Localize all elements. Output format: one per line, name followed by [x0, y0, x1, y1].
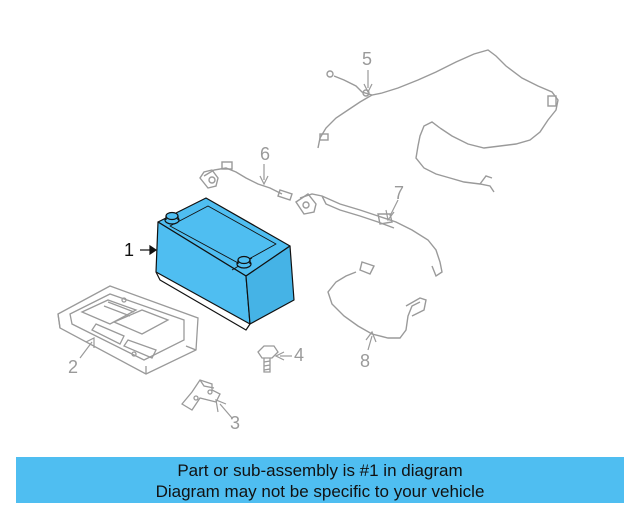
battery-part-1[interactable]: [155, 197, 295, 331]
hold-down-bracket-part-3[interactable]: [181, 379, 221, 411]
banner-line-1: Part or sub-assembly is #1 in diagram: [177, 461, 463, 480]
banner-line-2: Diagram may not be specific to your vehi…: [155, 482, 485, 501]
diagram-info-banner: Part or sub-assembly is #1 in diagram Di…: [16, 457, 624, 503]
callout-leaders: [79, 70, 399, 419]
callout-6: 6: [260, 144, 271, 164]
callout-1: 1: [124, 240, 135, 260]
callout-2: 2: [68, 357, 79, 377]
positive-cable-part-7[interactable]: [295, 193, 443, 278]
battery-tray-part-2[interactable]: [57, 285, 199, 375]
parts-diagram: [57, 49, 559, 419]
callout-4: 4: [294, 345, 305, 365]
cable-part-8[interactable]: [327, 261, 427, 339]
callout-5: 5: [362, 49, 373, 69]
callout-3: 3: [230, 413, 241, 433]
wiring-harness-part-5[interactable]: [317, 49, 559, 193]
callout-7: 7: [394, 183, 405, 203]
ground-cable-part-6[interactable]: [199, 161, 293, 201]
callout-8: 8: [360, 351, 371, 371]
bolt-part-4[interactable]: [257, 345, 279, 373]
